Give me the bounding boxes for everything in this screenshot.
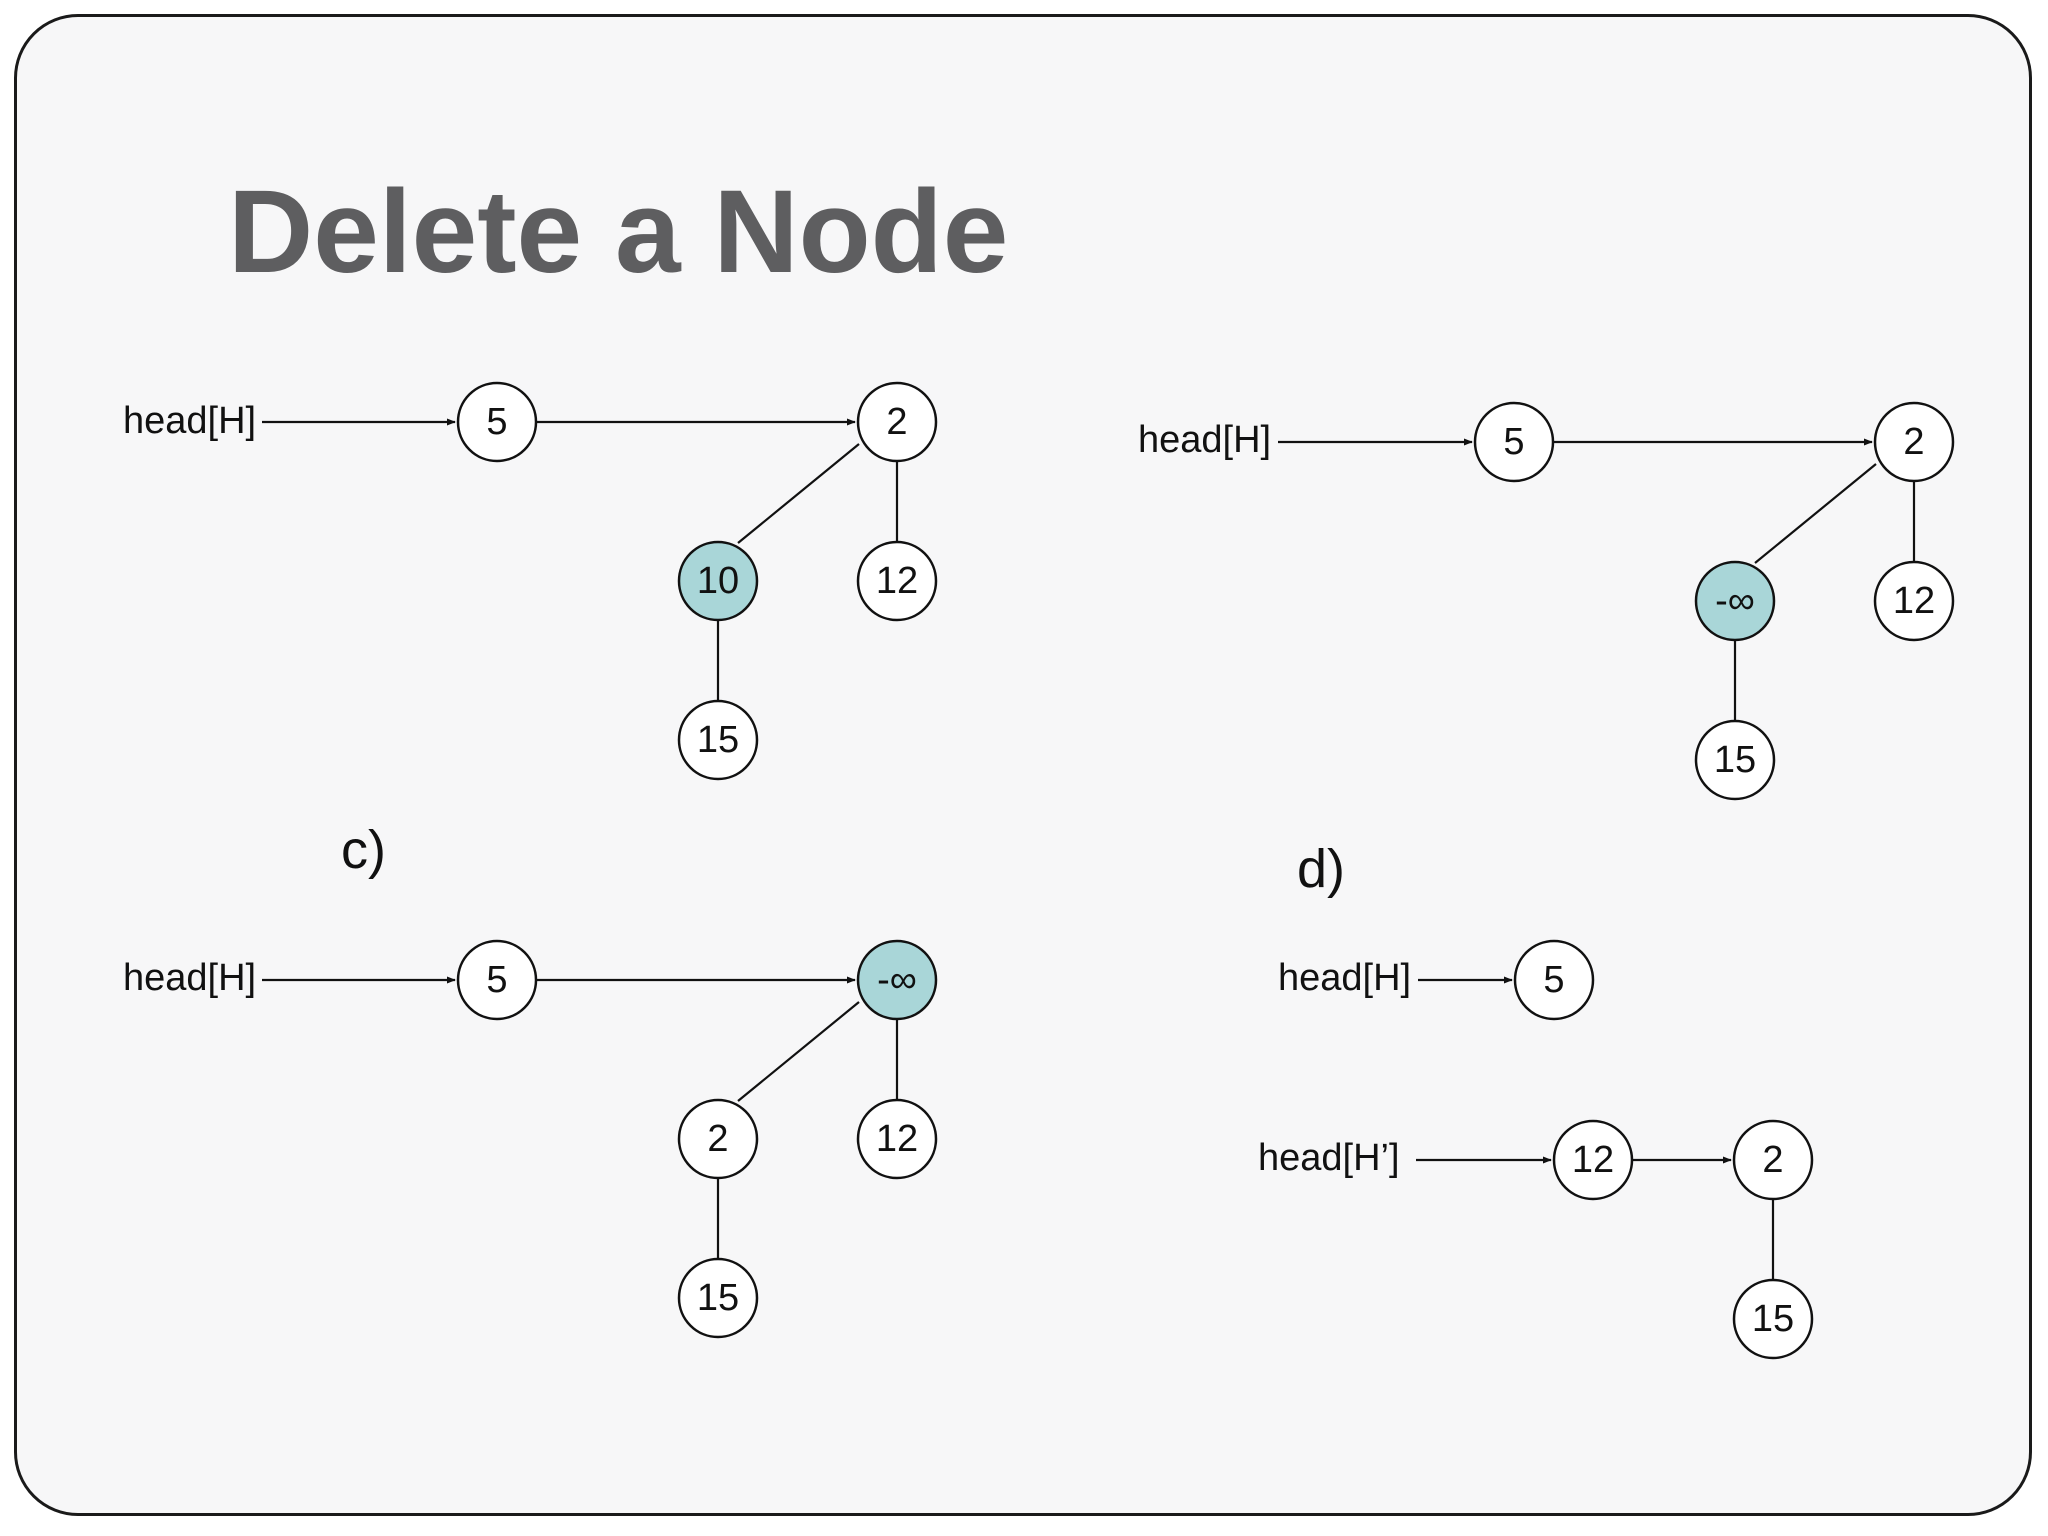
tree-edge bbox=[1754, 463, 1877, 564]
svg-text:15: 15 bbox=[1714, 739, 1756, 781]
svg-text:-∞: -∞ bbox=[877, 959, 917, 1001]
tree-edge bbox=[737, 1001, 860, 1102]
panel-d: d) head[H] head[H’] 5 12 2 15 bbox=[1258, 839, 1814, 1360]
heap-node-highlighted: 10 bbox=[677, 540, 759, 622]
svg-text:15: 15 bbox=[697, 1277, 739, 1319]
panel-c: c) head[H] 5 -∞ 2 12 15 bbox=[123, 820, 938, 1339]
heap-node: 2 bbox=[856, 381, 938, 463]
heap-node: 5 bbox=[1513, 939, 1595, 1021]
panel-label: d) bbox=[1297, 839, 1345, 899]
heap-node: 2 bbox=[1873, 401, 1955, 483]
heap-node: 12 bbox=[856, 1098, 938, 1180]
heap-node: 15 bbox=[677, 1257, 759, 1339]
head-pointer-label: head[H] bbox=[123, 400, 256, 442]
heap-node: 5 bbox=[456, 381, 538, 463]
head-pointer-label: head[H’] bbox=[1258, 1137, 1400, 1179]
heap-node: 15 bbox=[1732, 1278, 1814, 1360]
head-pointer-label: head[H] bbox=[1138, 419, 1271, 461]
svg-text:10: 10 bbox=[697, 560, 739, 602]
panel-label: c) bbox=[341, 820, 386, 880]
svg-text:2: 2 bbox=[1762, 1139, 1783, 1181]
head-pointer-label: head[H] bbox=[1278, 957, 1411, 999]
svg-text:15: 15 bbox=[1752, 1298, 1794, 1340]
heap-node: 2 bbox=[677, 1098, 759, 1180]
svg-text:12: 12 bbox=[1572, 1139, 1614, 1181]
heap-node: 12 bbox=[856, 540, 938, 622]
heap-node-highlighted: -∞ bbox=[1694, 560, 1776, 642]
heap-node: 12 bbox=[1552, 1119, 1634, 1201]
heap-node: 5 bbox=[1473, 401, 1555, 483]
svg-text:2: 2 bbox=[707, 1118, 728, 1160]
panel-a: head[H] 5 2 10 12 15 bbox=[123, 381, 938, 781]
svg-text:5: 5 bbox=[1503, 421, 1524, 463]
heap-node: 15 bbox=[1694, 719, 1776, 801]
panel-b: head[H] 5 2 -∞ 12 15 bbox=[1138, 401, 1955, 801]
svg-text:12: 12 bbox=[876, 1118, 918, 1160]
svg-text:5: 5 bbox=[1543, 959, 1564, 1001]
svg-text:12: 12 bbox=[1893, 580, 1935, 622]
svg-text:5: 5 bbox=[486, 959, 507, 1001]
svg-text:-∞: -∞ bbox=[1715, 580, 1755, 622]
svg-text:2: 2 bbox=[1903, 421, 1924, 463]
head-pointer-label: head[H] bbox=[123, 957, 256, 999]
svg-text:12: 12 bbox=[876, 560, 918, 602]
svg-text:5: 5 bbox=[486, 401, 507, 443]
tree-edge bbox=[737, 443, 860, 544]
svg-text:15: 15 bbox=[697, 719, 739, 761]
heap-node: 12 bbox=[1873, 560, 1955, 642]
heap-node: 5 bbox=[456, 939, 538, 1021]
heap-node: 2 bbox=[1732, 1119, 1814, 1201]
heap-node-highlighted: -∞ bbox=[856, 939, 938, 1021]
heap-node: 15 bbox=[677, 699, 759, 781]
svg-text:2: 2 bbox=[886, 401, 907, 443]
page-title: Delete a Node bbox=[228, 166, 1008, 298]
